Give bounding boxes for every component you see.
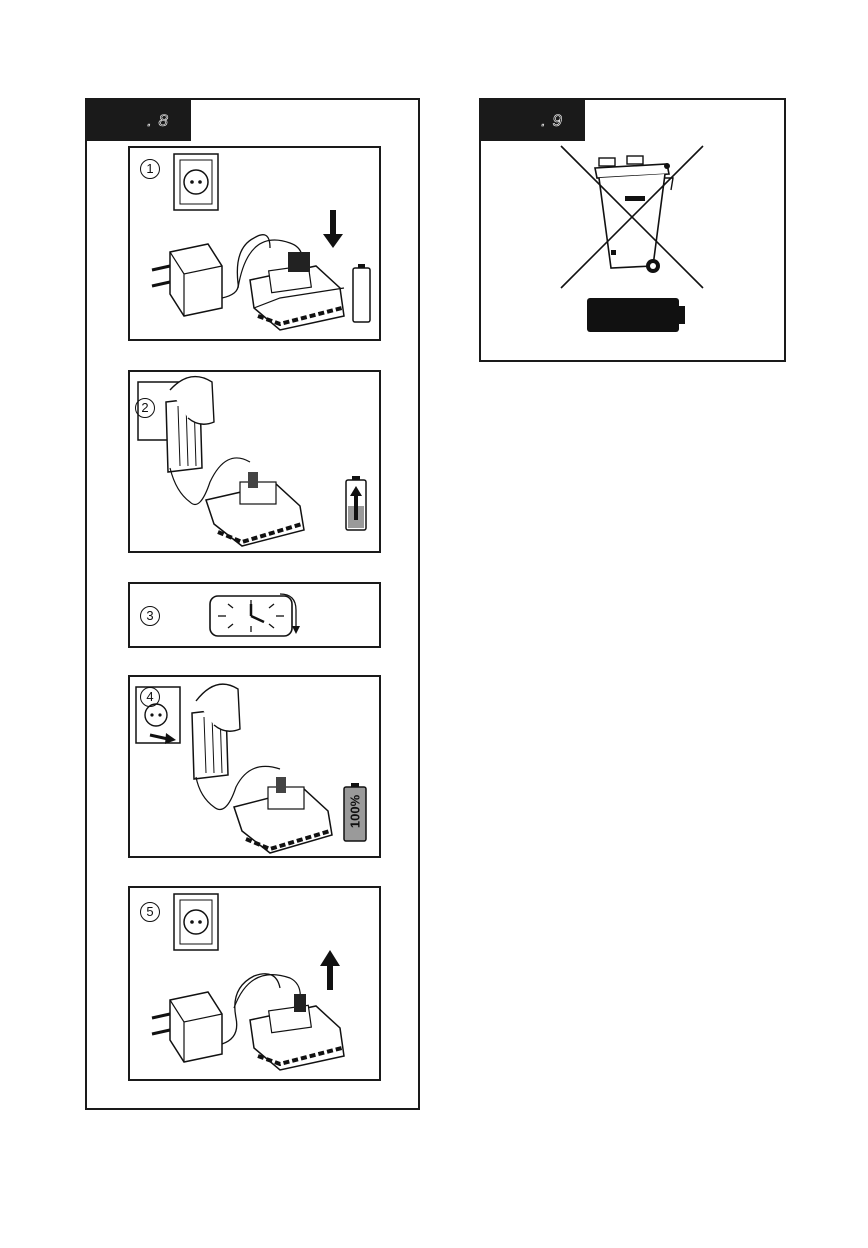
battery-pack-icon: [250, 252, 344, 330]
wall-socket-icon: [136, 687, 180, 743]
step-1-illustration: [130, 148, 381, 341]
battery-pack-icon: [206, 472, 304, 546]
battery-pack-icon: [234, 777, 332, 853]
battery-pack-icon: [250, 994, 344, 1070]
figure-8-frame: . 8 1: [85, 98, 420, 1110]
battery-empty-icon: [353, 264, 370, 322]
arrow-up-icon: [320, 950, 340, 990]
figure-8-label-text: . 8: [147, 111, 169, 131]
charger-adapter-icon: [152, 235, 270, 316]
battery-charging-icon: [346, 476, 366, 530]
step-2-illustration: [130, 372, 381, 553]
charger-adapter-icon: [192, 684, 280, 809]
figure-9-frame: . 9: [479, 98, 786, 362]
step-3-panel: 3: [128, 582, 381, 648]
battery-icon: [587, 298, 685, 332]
battery-level-text: 100%: [348, 793, 363, 831]
step-4-illustration: [130, 677, 381, 858]
step-1-panel: 1: [128, 146, 381, 341]
crossed-out-wheelie-bin-icon: [481, 100, 784, 360]
step-5-panel: 5: [128, 886, 381, 1081]
step-2-panel: 2: [128, 370, 381, 553]
wall-socket-icon: [174, 154, 218, 210]
step-4-panel: 4: [128, 675, 381, 858]
arrow-down-icon: [323, 210, 343, 248]
wall-socket-icon: [174, 894, 218, 950]
step-5-illustration: [130, 888, 381, 1081]
clock-icon: [130, 584, 381, 648]
charger-adapter-icon: [166, 377, 250, 505]
figure-8-label: . 8: [87, 100, 191, 141]
